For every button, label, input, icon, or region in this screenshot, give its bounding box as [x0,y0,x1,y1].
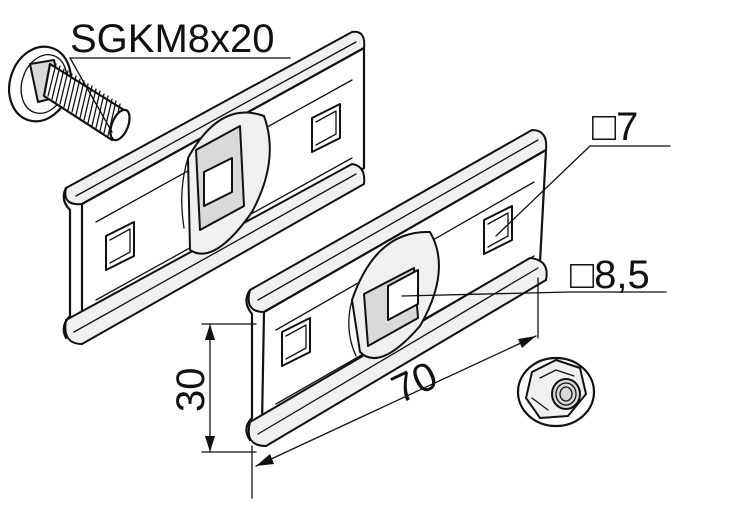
connector-plate-back [62,30,366,345]
connector-plate-front [245,129,548,447]
square-hole [311,103,341,153]
height-dimension-label: 30 [169,368,213,413]
dimension-30 [201,323,257,453]
square-hole-7-label: □7 [592,105,638,149]
square-hole [483,205,513,255]
leader-lines [69,57,671,297]
square-hole [105,221,135,271]
square-hole-8-5-label: □8,5 [570,253,650,297]
square-hole [281,317,311,367]
dimension-70 [251,277,539,499]
carriage-bolt [8,45,131,142]
bolt-label: SGKM8x20 [70,17,275,61]
flange-nut [516,356,596,428]
